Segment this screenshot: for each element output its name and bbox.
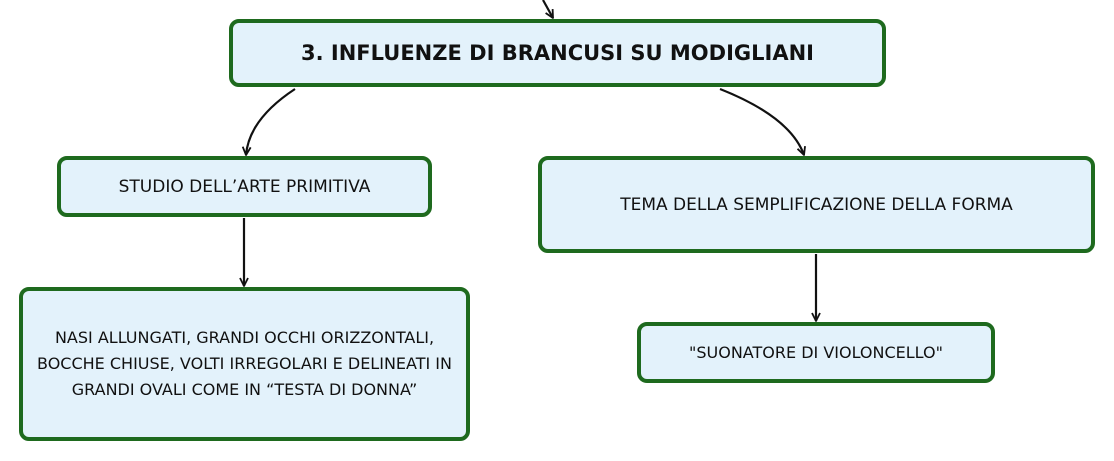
studio-arte-primitiva-node: STUDIO DELL’ARTE PRIMITIVA [57,156,432,217]
tema-semplificazione-label: TEMA DELLA SEMPLIFICAZIONE DELLA FORMA [620,194,1013,215]
connector-main-to-studio [241,88,296,156]
tema-semplificazione-node: TEMA DELLA SEMPLIFICAZIONE DELLA FORMA [538,156,1095,253]
caratteristiche-volti-label: NASI ALLUNGATI, GRANDI OCCHI ORIZZONTALI… [37,328,452,399]
main-topic-label: 3. INFLUENZE DI BRANCUSI SU MODIGLIANI [301,41,814,65]
suonatore-violoncello-label: "SUONATORE DI VIOLONCELLO" [689,343,943,362]
suonatore-violoncello-node: "SUONATORE DI VIOLONCELLO" [637,322,995,383]
connector-incoming-to-main [542,0,554,19]
main-topic-node: 3. INFLUENZE DI BRANCUSI SU MODIGLIANI [229,19,886,87]
connector-main-to-tema [719,87,806,156]
studio-arte-primitiva-label: STUDIO DELL’ARTE PRIMITIVA [118,176,371,197]
caratteristiche-volti-node: NASI ALLUNGATI, GRANDI OCCHI ORIZZONTALI… [19,287,470,441]
